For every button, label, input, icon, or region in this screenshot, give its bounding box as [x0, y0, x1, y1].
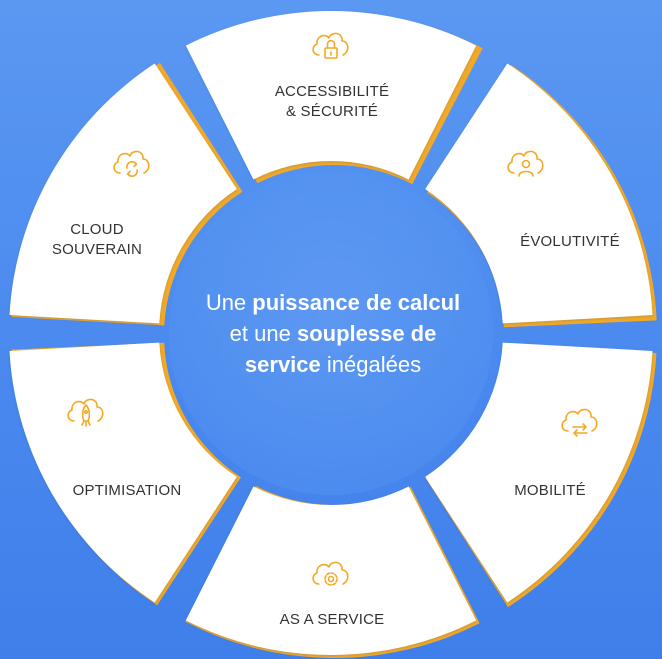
center-line-1: Une puissance de calcul [205, 290, 461, 315]
segment-label-evolutivite: ÉVOLUTIVITÉ [520, 233, 620, 250]
segment-optimisation [9, 342, 237, 603]
segment-label-optimisation: OPTIMISATION [72, 482, 182, 499]
cloud-refresh-icon [113, 150, 150, 177]
segment-mobilité [425, 342, 653, 603]
cloud-transfer-icon [561, 408, 598, 437]
segment-label-accessibilite-securite: ACCESSIBILITÉ & SÉCURITÉ [274, 83, 390, 120]
segment-cloud-souverain [9, 63, 237, 324]
segment-accessibilité-&-sécurité [185, 11, 477, 180]
cloud-lock-icon [312, 32, 349, 59]
cloud-user-icon [507, 150, 544, 177]
segment-label-as-a-service: AS A SERVICE [279, 611, 385, 628]
segment-évolutivité [425, 63, 653, 324]
center-disc [169, 171, 493, 495]
center-line-3: service inégalées [244, 352, 422, 377]
segment-label-cloud-souverain: CLOUD SOUVERAIN [51, 221, 143, 258]
center-line-2: et une souplesse de [229, 321, 437, 346]
segment-as-a-service [185, 486, 477, 655]
cloud-gear-icon [312, 561, 349, 586]
cloud-rocket-icon [67, 398, 104, 427]
segment-label-mobilite: MOBILITÉ [514, 482, 586, 499]
center-tagline: Une puissance de calcul et une souplesse… [166, 287, 500, 380]
